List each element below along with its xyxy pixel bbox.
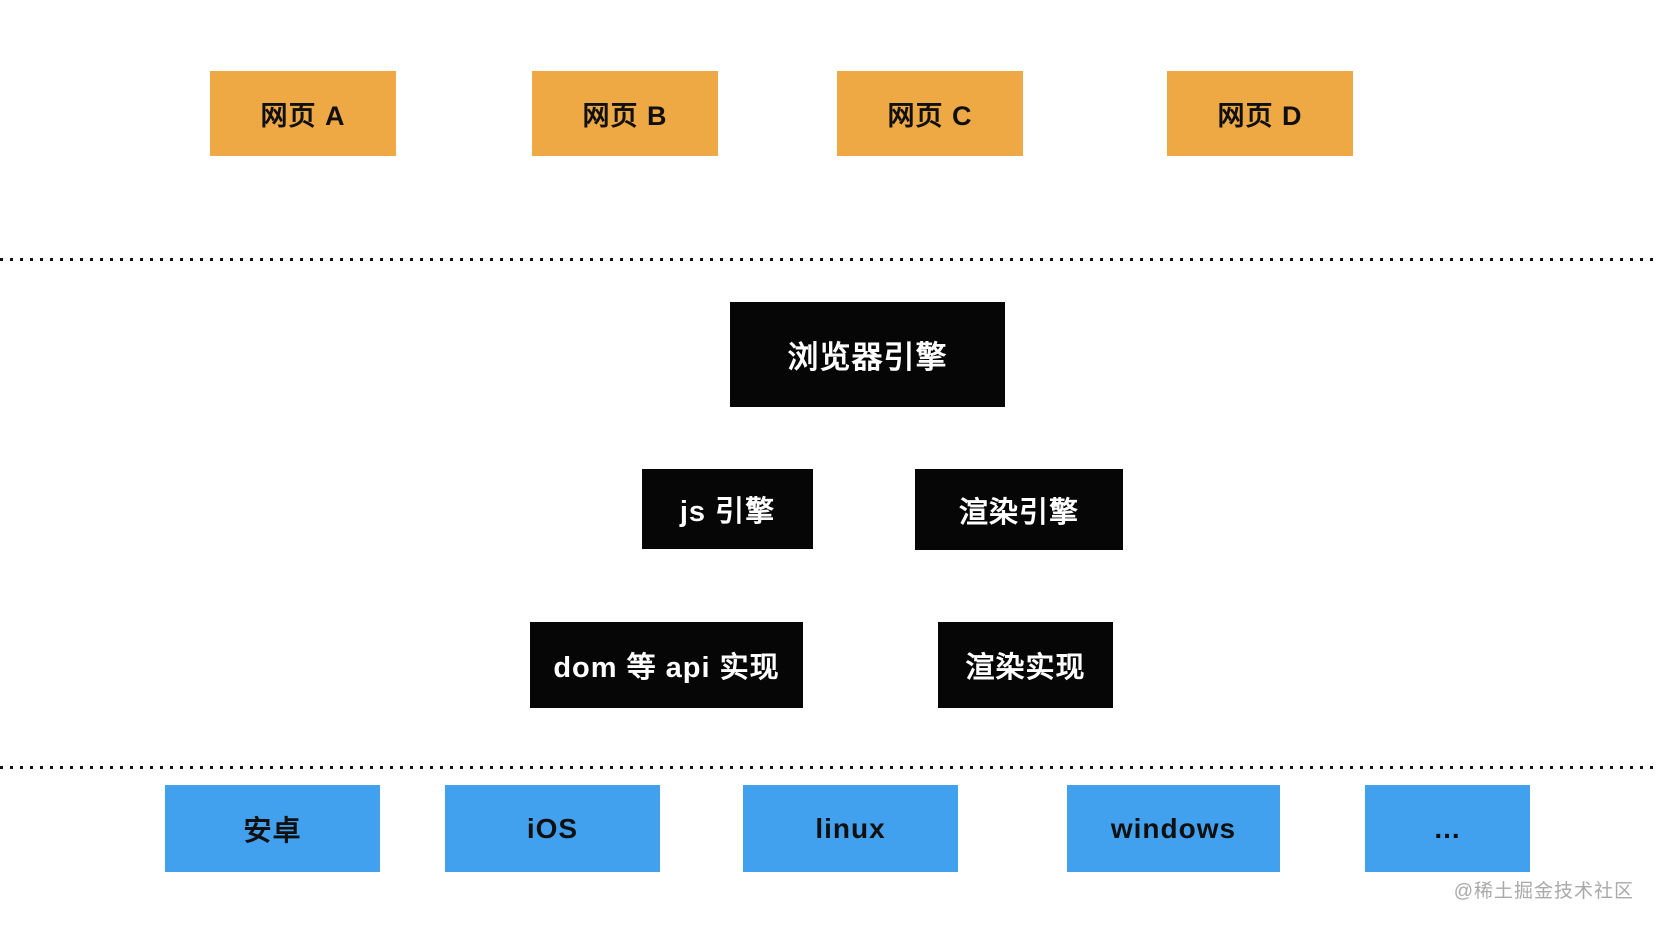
platform-box-ios: iOS [445, 785, 660, 872]
platform-windows-label: windows [1110, 812, 1237, 844]
platform-ios-label: iOS [526, 812, 579, 844]
platform-box-linux: linux [743, 785, 958, 872]
webpage-box-c-label: 网页 C [887, 101, 973, 131]
watermark: @稀土掘金技术社区 [1453, 881, 1634, 902]
platform-box-windows: windows [1067, 785, 1280, 872]
dom-api-impl-label: dom 等 api 实现 [553, 652, 780, 684]
browser-engine-label: 浏览器引擎 [787, 340, 948, 375]
webpage-box-d-label: 网页 D [1217, 101, 1303, 131]
platform-more-label: ... [1434, 812, 1461, 844]
platform-linux-label: linux [815, 812, 886, 844]
platform-android-label: 安卓 [243, 814, 302, 846]
webpage-box-b: 网页 B [532, 71, 718, 156]
render-engine-box: 渲染引擎 [915, 469, 1123, 550]
platform-box-more: ... [1365, 785, 1530, 872]
platform-box-android: 安卓 [165, 785, 380, 872]
dashed-divider-bottom [0, 766, 1656, 769]
webpage-box-a-label: 网页 A [260, 101, 346, 131]
webpage-box-a: 网页 A [210, 71, 396, 156]
js-engine-label: js 引擎 [679, 496, 776, 528]
render-impl-label: 渲染实现 [965, 652, 1086, 684]
browser-engine-box: 浏览器引擎 [730, 302, 1005, 407]
dom-api-impl-box: dom 等 api 实现 [530, 622, 803, 708]
webpage-box-b-label: 网页 B [582, 101, 668, 131]
dashed-divider-top [0, 258, 1656, 261]
webpage-box-c: 网页 C [837, 71, 1023, 156]
webpage-box-d: 网页 D [1167, 71, 1353, 156]
render-engine-label: 渲染引擎 [958, 496, 1079, 529]
render-impl-box: 渲染实现 [938, 622, 1113, 708]
js-engine-box: js 引擎 [642, 469, 813, 549]
